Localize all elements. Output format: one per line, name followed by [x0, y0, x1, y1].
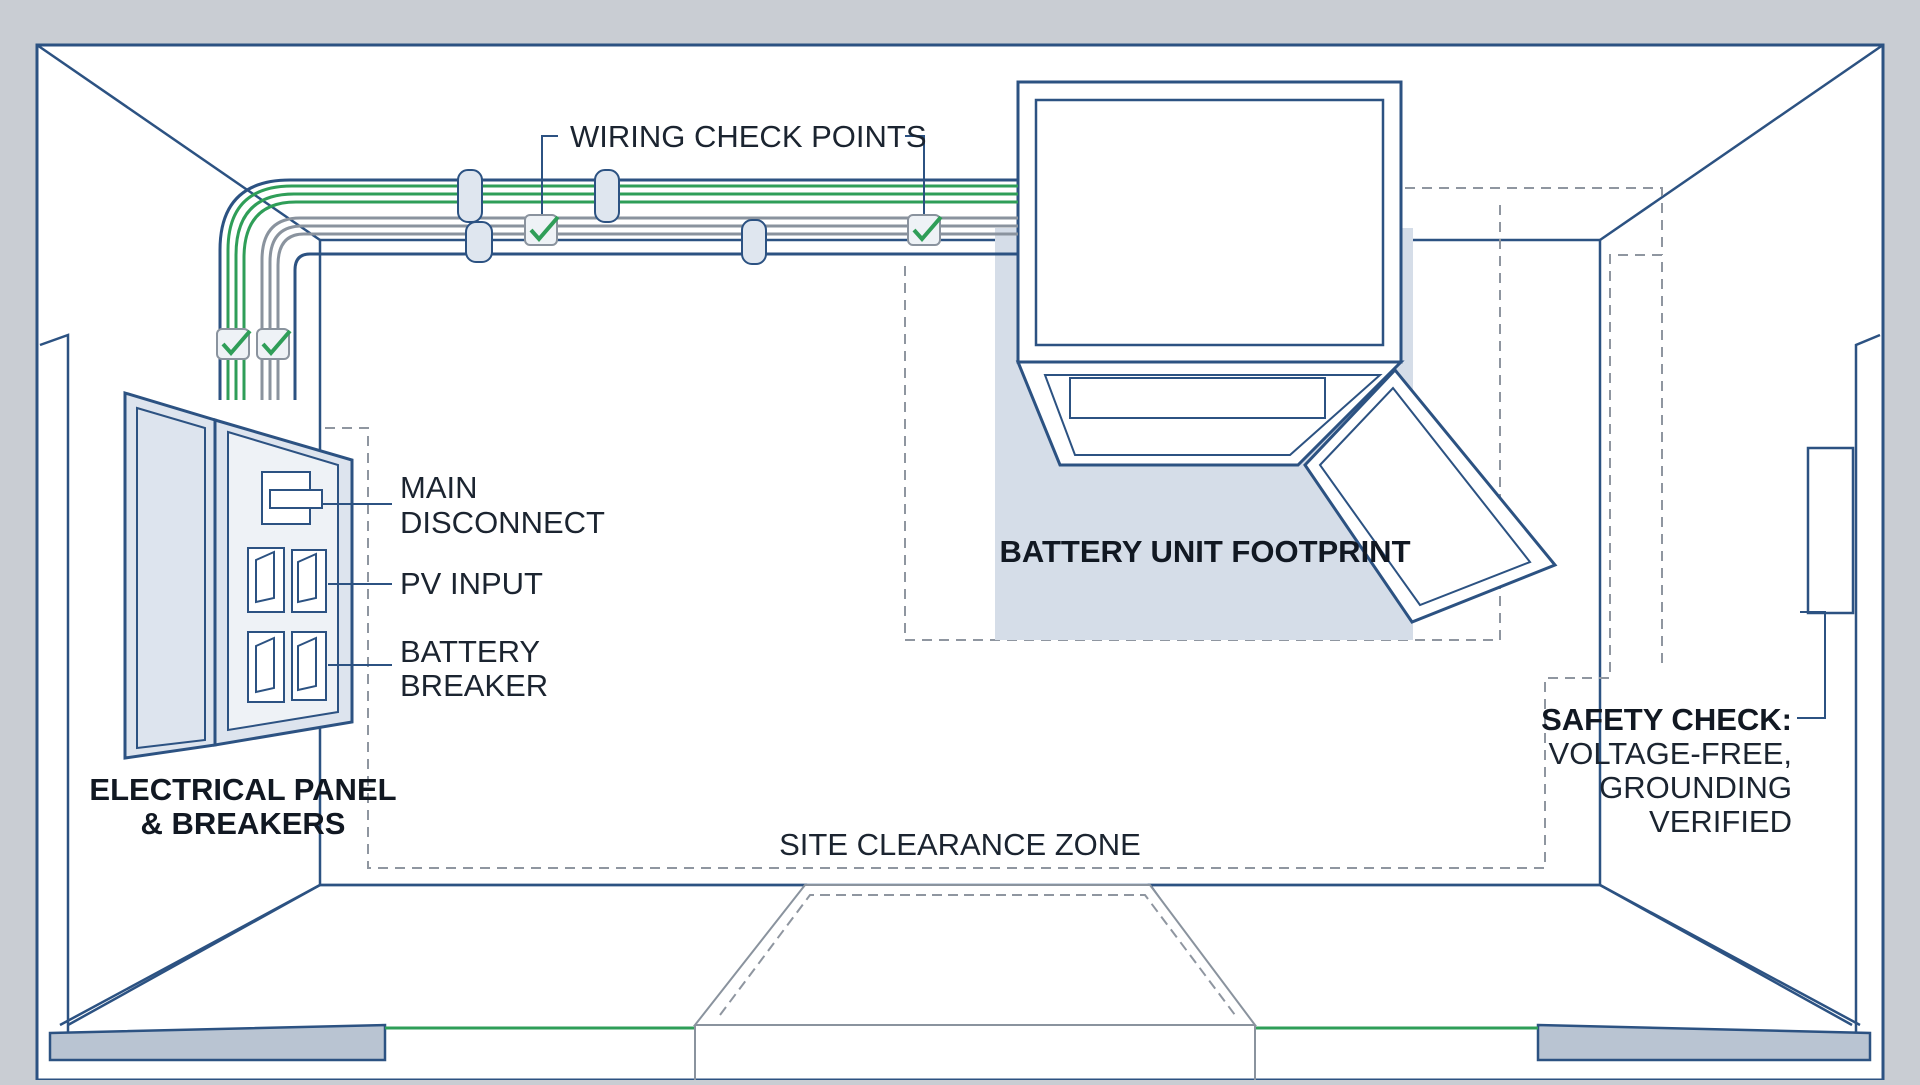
switch-icon — [261, 471, 323, 525]
wiring-check-callout — [541, 135, 925, 215]
electrical-panel — [123, 390, 354, 760]
conduit-clamps — [457, 169, 767, 265]
electrical-panel-label-line2: & BREAKERS — [141, 806, 346, 841]
check-icon — [256, 328, 292, 360]
safety-check-title: SAFETY CHECK: — [1541, 702, 1792, 737]
wiring-check-points-label: WIRING CHECK POINTS — [570, 119, 927, 154]
check-icon — [524, 214, 560, 246]
safety-check-leader — [1797, 611, 1826, 719]
battery-unit-footprint-label: BATTERY UNIT FOOTPRINT — [999, 534, 1410, 569]
battery-breaker-label-line1: BATTERY — [400, 634, 540, 669]
pv-input-label: PV INPUT — [400, 566, 543, 601]
site-clearance-zone-boundary — [325, 254, 1663, 869]
electrical-panel-label-line1: ELECTRICAL PANEL — [89, 772, 396, 807]
battery-unit — [1015, 80, 1558, 624]
breaker-icon — [247, 547, 285, 613]
main-disconnect-label-line1: MAIN — [400, 470, 478, 505]
breaker-icon — [291, 631, 327, 701]
panel-leader-lines — [322, 503, 392, 666]
wall-box — [1806, 446, 1855, 615]
check-marks — [216, 214, 943, 360]
floor-shelves — [48, 883, 1872, 1080]
check-icon — [216, 328, 252, 360]
main-disconnect-label-line2: DISCONNECT — [400, 505, 605, 540]
check-icon — [907, 214, 943, 246]
safety-check-line1: VOLTAGE-FREE, — [1549, 736, 1792, 771]
safety-check-line3: VERIFIED — [1649, 804, 1792, 839]
wiring-conduits — [218, 178, 1018, 400]
site-clearance-zone-label: SITE CLEARANCE ZONE — [779, 827, 1141, 862]
battery-breaker-label-line2: BREAKER — [400, 668, 548, 703]
upper-zone-boundary — [1405, 187, 1663, 255]
breaker-icon — [291, 549, 327, 613]
breaker-icon — [247, 631, 285, 703]
safety-check-line2: GROUNDING — [1599, 770, 1792, 805]
